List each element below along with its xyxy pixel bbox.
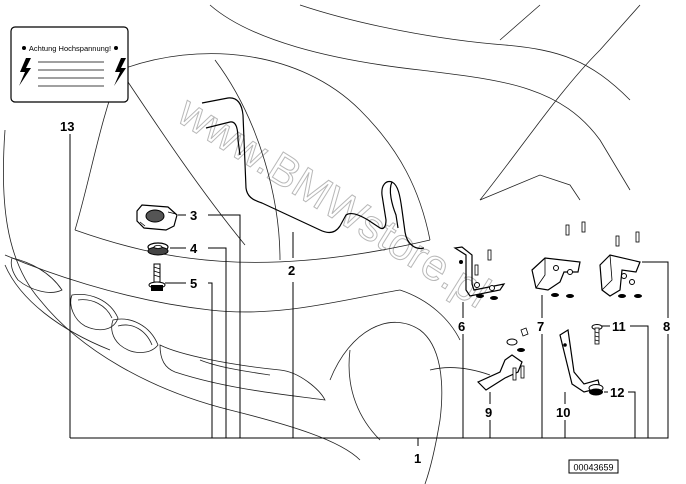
callout-3: 3 [190,208,197,223]
part-12-nut [588,384,604,396]
callout-8: 8 [663,319,670,334]
leader-lines [69,134,669,446]
car-body-outline [2,4,641,484]
part-3-sensor [136,204,178,231]
callout-11: 11 [612,319,626,334]
lightning-bolt-icon [19,58,31,86]
part-6-bracket [453,246,506,300]
callout-7: 7 [537,319,544,334]
callout-6: 6 [458,319,465,334]
warning-label-sticker: Achtung Hochspannung! [10,26,129,103]
callout-2: 2 [288,263,295,278]
part-8-bracket [599,231,642,298]
watermark: www.BMWstore.pl [169,86,499,317]
warning-label-text: Achtung Hochspannung! [29,44,111,53]
callout-4: 4 [190,241,198,256]
part-10-bracket [559,329,601,393]
callout-labels: 1 2 3 4 5 6 7 8 9 10 11 12 13 [60,119,670,466]
diagram-id: 00043659 [573,463,613,473]
part-4-grommet [147,242,169,256]
diagram-id-box: 00043659 [568,459,619,474]
callout-1: 1 [414,451,421,466]
callout-13: 13 [60,119,74,134]
part-9-bracket [476,327,529,391]
callout-9: 9 [485,405,492,420]
callout-12: 12 [610,385,624,400]
lightning-bolt-icon [114,58,126,86]
callout-10: 10 [556,405,570,420]
part-7-bracket [531,221,586,298]
part-2-line [201,97,425,250]
part-11-bolt [591,324,603,345]
part-5-screw [148,263,166,291]
callout-5: 5 [190,276,197,291]
